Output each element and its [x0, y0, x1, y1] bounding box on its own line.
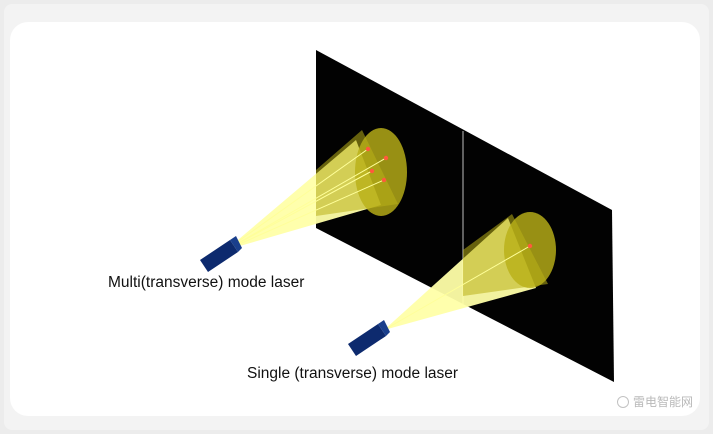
- multi-mode-laser-label: Multi(transverse) mode laser: [108, 274, 305, 291]
- single-mode-laser-tip: [378, 320, 390, 336]
- single-mode-cone-body: [463, 214, 548, 296]
- multi-mode-ray-3: [225, 170, 373, 251]
- multi-mode-ray-2: [225, 157, 387, 251]
- multi-mode-spot-4: [381, 177, 387, 183]
- multi-mode-spot-2: [383, 155, 389, 161]
- single-mode-spot: [527, 243, 533, 249]
- multi-mode-laser-body: [200, 240, 238, 272]
- multi-mode-ray-4: [225, 179, 385, 251]
- single-mode-laser-body: [348, 324, 386, 356]
- multi-mode-laser-tip: [230, 236, 242, 252]
- watermark-text: 雷电智能网: [632, 395, 693, 409]
- single-mode-ray: [383, 245, 531, 331]
- watermark-logo-icon: [616, 395, 629, 408]
- projection-screen: [316, 50, 614, 382]
- multi-mode-spot-3: [369, 168, 375, 174]
- multi-mode-spot-1: [365, 146, 371, 152]
- multi-mode-ray-1: [225, 148, 369, 251]
- multi-mode-beam-group: [200, 128, 407, 272]
- single-mode-laser-label: Single (transverse) mode laser: [247, 365, 459, 382]
- multi-mode-cone-body: [316, 130, 398, 216]
- watermark: 雷电智能网: [616, 393, 693, 410]
- single-mode-beam-group: [348, 212, 556, 356]
